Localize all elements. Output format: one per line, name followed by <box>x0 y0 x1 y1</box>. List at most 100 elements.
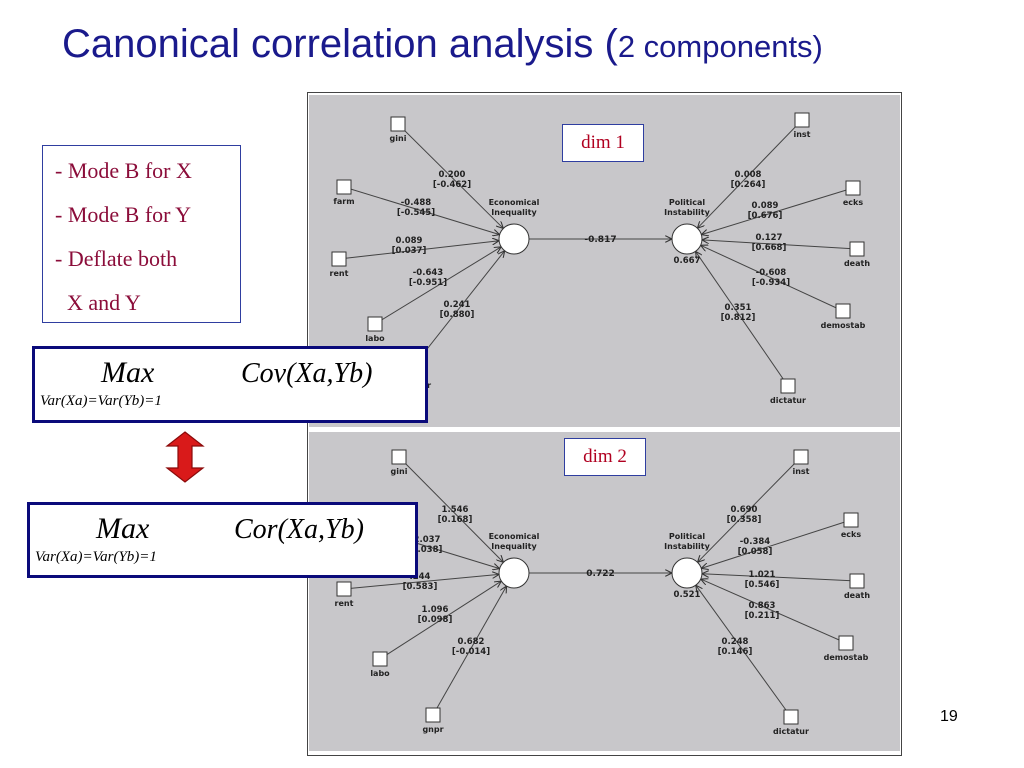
mv-name: gini <box>390 134 407 143</box>
mv-name: labo <box>365 334 385 343</box>
mv-name: death <box>844 259 870 268</box>
inner-weight: -0.817 <box>584 235 616 245</box>
edge-right-inst <box>697 119 803 228</box>
mv-box-inst <box>794 112 810 128</box>
mv-box-ecks <box>843 512 859 528</box>
mv-loading: [0.583] <box>403 582 438 592</box>
mv-weight: 0.863 <box>749 601 776 611</box>
mv-box-gini <box>391 449 407 465</box>
edge-left-rent <box>343 574 499 590</box>
note-line: - Deflate both <box>55 246 178 271</box>
edge-left-labo <box>374 247 501 325</box>
edge-left-rent <box>338 241 499 260</box>
cor-expression: Cor(Xa,Yb) <box>234 514 364 545</box>
mv-loading: [0.098] <box>418 615 453 625</box>
mv-name: inst <box>792 467 809 476</box>
mv-weight: 0.089 <box>752 201 779 211</box>
edge-right-demostab <box>701 579 847 644</box>
mv-box-demostab <box>835 303 851 319</box>
mv-loading: [0.037] <box>392 246 427 256</box>
mv-weight: 1.546 <box>442 505 469 515</box>
mv-name: gini <box>391 467 408 476</box>
latent-left-label: Economical <box>489 198 540 207</box>
latent-left-label: Economical <box>489 532 540 541</box>
mv-weight: 1.096 <box>422 605 449 615</box>
edge-right-ecks <box>701 519 852 568</box>
mv-weight: -0.643 <box>413 268 443 278</box>
cor-formula-box: Max Var(Xa)=Var(Yb)=1 Cor(Xa,Yb) <box>27 502 418 578</box>
title-main: Canonical correlation analysis ( <box>62 22 618 66</box>
latent-right-label: Instability <box>664 542 710 551</box>
max-operator: Max <box>96 512 150 545</box>
mv-loading: [0.168] <box>438 515 473 525</box>
mv-loading: [-0.462] <box>433 180 471 190</box>
page-number: 19 <box>940 708 958 725</box>
mv-weight: 0.089 <box>396 236 423 246</box>
mv-box-dictatur <box>783 709 799 725</box>
mv-weight: 0.241 <box>444 300 471 310</box>
mv-weight: 0.351 <box>725 303 752 313</box>
latent-left-circle <box>498 223 530 255</box>
variance-constraint: Var(Xa)=Var(Yb)=1 <box>35 549 157 565</box>
max-operator: Max <box>101 356 155 389</box>
mv-loading: [-0.951] <box>409 278 447 288</box>
edge-left-farm <box>343 186 500 235</box>
mv-loading: [-0.545] <box>397 208 435 218</box>
latent-right-label: Instability <box>664 208 710 217</box>
mv-name: death <box>844 591 870 600</box>
mv-weight: 0.248 <box>722 637 749 647</box>
mv-box-ecks <box>845 180 861 196</box>
edge-left-gini <box>397 123 503 228</box>
mv-name: demostab <box>821 321 866 330</box>
mv-box-demostab <box>838 635 854 651</box>
latent-right-label: Political <box>669 532 706 541</box>
mv-loading: [0.264] <box>731 180 766 190</box>
panel-dim2: 0.722gini1.546[0.168]farm2.0370.038]rent… <box>309 432 900 751</box>
mv-loading: [0.546] <box>745 580 780 590</box>
note-line: X and Y <box>67 290 141 315</box>
mv-box-labo <box>372 651 388 667</box>
notes-box: - Mode B for X - Mode B for Y - Deflate … <box>42 145 241 323</box>
latent-left-label: Inequality <box>491 208 537 217</box>
latent-right-value: 0.521 <box>674 590 701 600</box>
mv-weight: 0.690 <box>731 505 758 515</box>
inner-weight: 0.722 <box>586 569 614 579</box>
mv-loading: [0.211] <box>745 611 780 621</box>
edge-left-gini <box>398 456 503 562</box>
note-line: - Mode B for X <box>55 158 192 183</box>
dim1-label: dim 1 <box>562 124 644 162</box>
path-diagram-svg: 0.722gini1.546[0.168]farm2.0370.038]rent… <box>333 449 870 736</box>
mv-weight: 1.021 <box>749 570 776 580</box>
mv-box-inst <box>793 449 809 465</box>
mv-loading: [-0.014] <box>452 647 490 657</box>
mv-loading: [0.668] <box>752 243 787 253</box>
slide-title: Canonical correlation analysis (2 compon… <box>62 22 823 67</box>
mv-name: rent <box>335 599 354 608</box>
mv-name: rent <box>330 269 349 278</box>
mv-box-gnpr <box>425 707 441 723</box>
mv-box-death <box>849 241 865 257</box>
latent-right-circle <box>671 557 703 589</box>
mv-name: farm <box>333 197 354 206</box>
cov-expression: Cov(Xa,Yb) <box>241 358 373 389</box>
variance-constraint: Var(Xa)=Var(Yb)=1 <box>40 393 162 409</box>
edge-right-death <box>702 574 858 582</box>
edge-right-inst <box>698 456 802 562</box>
mv-loading: [0.676] <box>748 211 783 221</box>
latent-right-value: 0.667 <box>674 256 701 266</box>
mv-weight: -0.384 <box>740 537 770 547</box>
latent-left-label: Inequality <box>491 542 537 551</box>
mv-name: dictatur <box>770 396 806 405</box>
latent-right-label: Political <box>669 198 706 207</box>
edge-right-demostab <box>701 245 844 312</box>
mv-box-rent <box>336 581 352 597</box>
latent-left-circle <box>498 557 530 589</box>
mv-box-rent <box>331 251 347 267</box>
mv-name: demostab <box>824 653 869 662</box>
latent-right-circle <box>671 223 703 255</box>
mv-weight: -0.488 <box>401 198 431 208</box>
double-arrow-icon <box>165 431 205 483</box>
mv-loading: [0.146] <box>718 647 753 657</box>
mv-loading: [0.880] <box>440 310 475 320</box>
cov-formula-box: Max Var(Xa)=Var(Yb)=1 Cov(Xa,Yb) <box>32 346 428 423</box>
